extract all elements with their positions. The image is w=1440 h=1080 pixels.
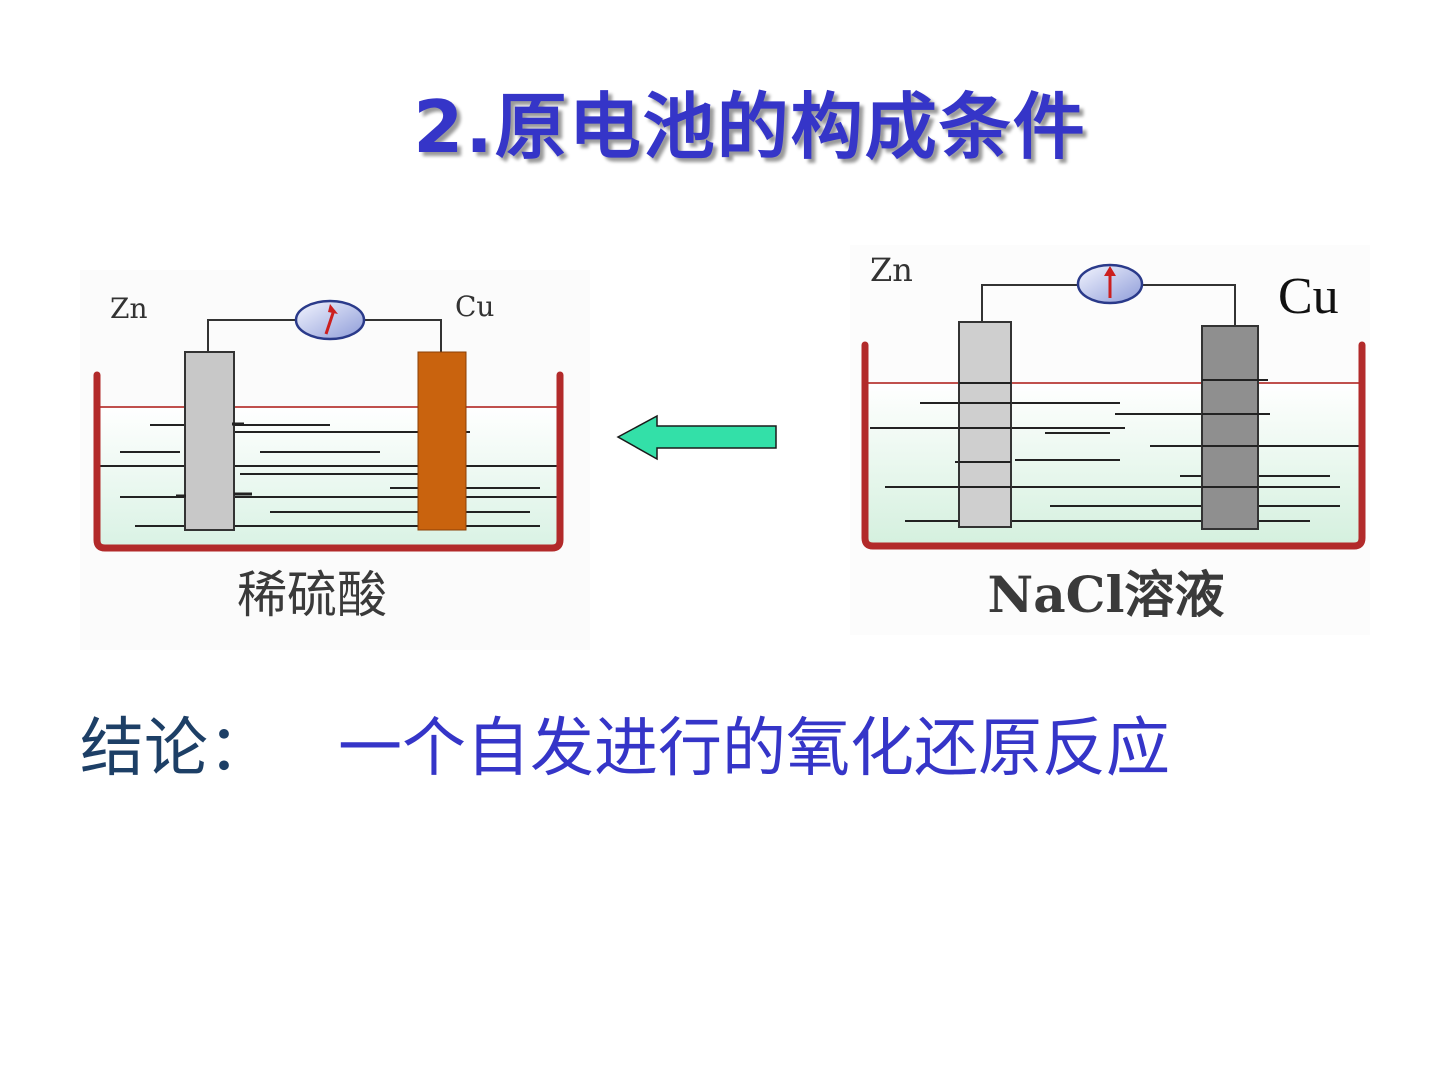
left-cu-label: Cu (455, 290, 494, 323)
conclusion-text: 一个自发进行的氧化还原反应 (338, 712, 1170, 786)
left-zn-label: Zn (110, 292, 148, 325)
left-zn-electrode (184, 351, 235, 531)
left-solution-label: 稀硫酸 (237, 566, 387, 624)
conclusion-label: 结论： (80, 712, 272, 786)
slide-title: 2.原电池的构成条件 (413, 85, 1087, 169)
right-wire-b (1142, 284, 1236, 326)
right-wire-a (981, 284, 1078, 322)
right-zn-electrode (958, 321, 1012, 528)
right-zn-label: Zn (870, 251, 913, 289)
right-solution-label: NaCl溶液 (988, 565, 1225, 624)
right-cu-label: Cu (1278, 268, 1339, 325)
left-cu-electrode (417, 351, 467, 531)
left-beaker (93, 371, 564, 552)
right-beaker (861, 341, 1366, 550)
left-arrow-icon (616, 414, 777, 461)
galvanic-cell-comparison-diagram: Zn Cu 稀硫酸 (80, 245, 1370, 650)
conclusion: 结论： 一个自发进行的氧化还原反应 (80, 697, 1170, 789)
left-wire-b (362, 319, 442, 352)
right-cell: Zn Cu NaCl溶液 (850, 245, 1370, 635)
left-galvanometer-icon (294, 299, 366, 341)
right-cu-electrode (1201, 325, 1259, 530)
left-cell: Zn Cu 稀硫酸 (80, 270, 590, 650)
right-galvanometer-icon (1076, 263, 1144, 305)
left-wire-a (207, 319, 298, 352)
